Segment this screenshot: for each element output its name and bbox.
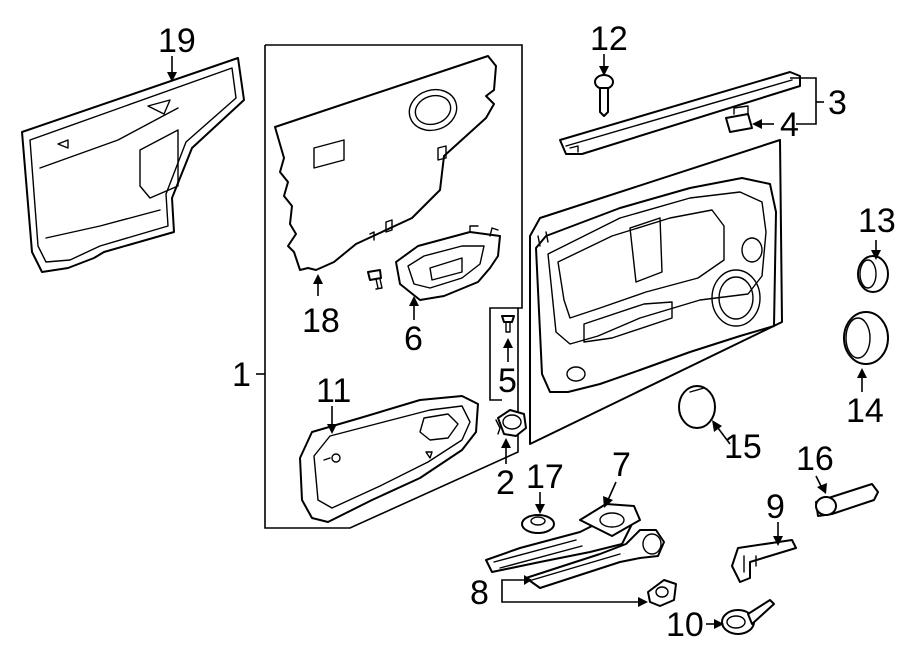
part-19-rear-trim-panel <box>21 57 245 273</box>
callout-6: 6 <box>404 320 423 358</box>
callout-13: 13 <box>858 202 896 240</box>
callout-9: 9 <box>766 488 785 526</box>
part-12-push-pin <box>594 74 614 117</box>
callout-7: 7 <box>612 446 631 484</box>
callout-18: 18 <box>302 302 340 340</box>
callout-11: 11 <box>316 372 351 410</box>
callout-1: 1 <box>232 356 251 394</box>
part-10-clip <box>721 599 775 635</box>
callout-8: 8 <box>470 574 489 612</box>
leader-lines <box>167 54 881 629</box>
part-17-grommet <box>521 514 555 534</box>
callout-10: 10 <box>666 606 704 644</box>
callout-14: 14 <box>846 392 884 430</box>
callout-19: 19 <box>158 22 196 60</box>
part-5-screw <box>501 315 515 333</box>
part-3-belt-molding <box>559 71 801 155</box>
part-4-molding-clip <box>725 105 753 133</box>
callout-15: 15 <box>724 428 762 466</box>
bracket-screw <box>367 269 383 290</box>
part-16-inner-handle <box>815 483 879 517</box>
part-7-pull-cup <box>485 503 641 573</box>
part-9-bracket <box>731 539 797 583</box>
callout-3: 3 <box>828 84 847 122</box>
part-8-handle-cap <box>647 579 677 607</box>
callout-5: 5 <box>498 362 517 400</box>
part-11-armrest <box>299 395 479 523</box>
part-1-group-frame <box>264 44 523 529</box>
part-5-group-frame <box>489 307 518 401</box>
part-14-speaker-grille <box>843 311 889 365</box>
part-15-plug <box>678 385 716 429</box>
callout-12: 12 <box>590 20 628 58</box>
part-2-clip <box>495 409 527 437</box>
part-6-handle-bracket <box>395 225 501 301</box>
callout-2: 2 <box>496 464 515 502</box>
part-8-pull-handle <box>525 529 665 589</box>
part-18-water-deflector <box>274 55 497 271</box>
callout-16: 16 <box>796 440 834 478</box>
part-13-speaker-cover <box>857 255 889 293</box>
callout-17: 17 <box>526 458 564 496</box>
callout-4: 4 <box>780 106 799 144</box>
front-door-trim-panel <box>529 139 783 445</box>
